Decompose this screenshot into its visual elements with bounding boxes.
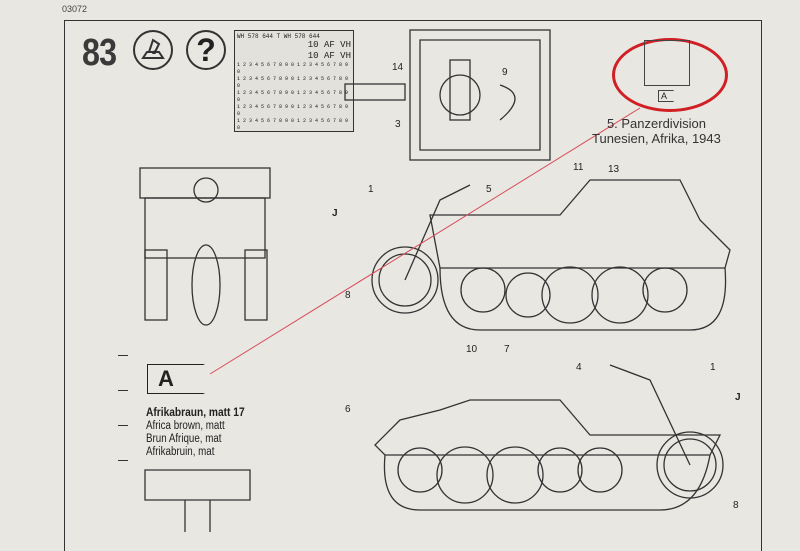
front-view-drawing: [139, 167, 271, 326]
part-label: 6: [345, 404, 351, 415]
decal-row: 1 2 3 4 5 6 7 8 9 0 1 2 3 4 5 6 7 8 9 0: [237, 90, 349, 103]
part-label: 14: [392, 62, 404, 73]
question-mark-icon: ?: [186, 30, 226, 70]
paint-translation-nl: Afrikabruin, mat: [146, 446, 215, 458]
part-label: 1: [368, 184, 374, 195]
paint-name: Afrikabraun, matt 17: [146, 405, 245, 419]
part-label: 3: [395, 119, 401, 130]
part-label: 13: [608, 164, 620, 175]
unit-name: 5. Panzerdivision: [606, 116, 706, 131]
decal-sheet: WH 578 644 T WH 578 644 10 AF VH 10 AF V…: [234, 30, 354, 132]
decal-row: 1 2 3 4 5 6 7 8 9 0 1 2 3 4 5 6 7 8 9 0: [237, 76, 349, 89]
side-view-2-drawing: [374, 364, 724, 511]
part-label: 9: [502, 67, 508, 78]
highlight-ring: [612, 38, 728, 112]
decal-row: 10 AF VH: [307, 51, 351, 61]
side-view-1-drawing: [371, 179, 731, 331]
margin-tick: [118, 390, 128, 391]
instruction-frame: [64, 20, 762, 551]
top-view-drawing: [344, 29, 551, 161]
margin-tick: [118, 355, 128, 356]
flag-label: J: [735, 392, 741, 403]
color-swatch: [644, 40, 690, 86]
part-label: 7: [504, 344, 510, 355]
decal-row: 1 2 3 4 5 6 7 8 9 0 1 2 3 4 5 6 7 8 9 0: [237, 62, 349, 75]
paint-translation-fr: Brun Afrique, mat: [146, 433, 222, 445]
part-label: 4: [576, 362, 582, 373]
part-label: 5: [486, 184, 492, 195]
margin-tick: [118, 425, 128, 426]
decal-application-icon: [133, 30, 173, 70]
color-callout-line: [209, 107, 641, 375]
paint-legend: Afrikabraun, matt 17 Africa brown, matt …: [146, 406, 245, 459]
marking-info: 5. Panzerdivision Tunesien, Afrika, 1943: [592, 116, 721, 146]
part-label: 8: [345, 290, 351, 301]
decal-row: 1 2 3 4 5 6 7 8 9 0 1 2 3 4 5 6 7 8 9 0: [237, 118, 349, 131]
decal-row: 10 AF VH: [307, 40, 351, 50]
step-number: 83: [82, 32, 117, 74]
page-code: 03072: [62, 4, 88, 14]
part-label: 1: [710, 362, 716, 373]
flag-label: J: [332, 208, 338, 219]
part-label: 8: [733, 500, 739, 511]
part-label: 11: [573, 162, 584, 173]
decal-row: WH 578 644 T WH 578 644: [237, 33, 320, 40]
decal-row: 1 2 3 4 5 6 7 8 9 0 1 2 3 4 5 6 7 8 9 0: [237, 104, 349, 117]
location: Tunesien, Afrika, 1943: [592, 131, 721, 146]
part-label: 10: [466, 344, 478, 355]
vehicle-drawings: 14 9 3 11 13 1 5 8 10 7 4 6 1 8 J J: [139, 29, 741, 532]
rear-view-drawing: [144, 469, 251, 532]
margin-tick: [118, 460, 128, 461]
paint-translation-en: Africa brown, matt: [146, 420, 225, 432]
